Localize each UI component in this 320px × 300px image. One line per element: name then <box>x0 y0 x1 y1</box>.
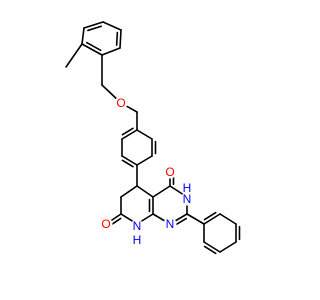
atom-label-background <box>130 233 144 247</box>
bond-line <box>101 47 121 56</box>
bond-line <box>203 211 217 221</box>
atom-label-carbonyl-oxygen-c7: O <box>101 217 110 231</box>
bond-line <box>152 185 171 198</box>
atom-label-background <box>99 217 113 231</box>
atom-label-background <box>114 96 128 110</box>
atom-label-carbonyl-oxygen-c4: O <box>165 165 174 179</box>
bond-line <box>203 241 221 253</box>
atom-label-background <box>180 192 194 206</box>
bond-line <box>186 213 205 225</box>
bond-line <box>219 241 237 253</box>
bond-line <box>119 29 122 49</box>
bond-line <box>136 129 153 140</box>
bond-line <box>85 41 102 52</box>
bond-line <box>87 25 103 32</box>
atom-label-nh-n8-h: H <box>133 233 142 247</box>
bond-line <box>121 129 138 140</box>
bond-line <box>136 185 154 198</box>
bond-line <box>120 185 138 198</box>
atom-label-background <box>163 217 177 231</box>
bond-line <box>81 43 103 56</box>
bond-line <box>65 43 83 68</box>
bond-line <box>121 127 134 136</box>
atom-label-ether-oxygen: O <box>116 96 125 110</box>
atom-label-nh-n8: N <box>133 219 142 233</box>
bond-line <box>219 213 237 225</box>
atom-label-ring-n1: N <box>166 217 175 231</box>
bond-line <box>203 245 217 255</box>
atom-label-background <box>180 181 194 195</box>
bond-line <box>81 27 85 45</box>
bond-line <box>83 21 104 29</box>
bond-line <box>121 159 134 168</box>
atom-label-nh-n3: N <box>183 192 192 206</box>
bond-line <box>136 155 153 166</box>
bond-lines <box>65 21 241 255</box>
bond-line <box>115 31 119 46</box>
atom-label-nh-n3-h: H <box>183 181 192 195</box>
atom-label-background <box>130 219 144 233</box>
bond-line <box>102 21 122 31</box>
bond-line <box>203 213 221 225</box>
atom-label-background <box>163 165 177 179</box>
bond-line <box>121 155 138 166</box>
